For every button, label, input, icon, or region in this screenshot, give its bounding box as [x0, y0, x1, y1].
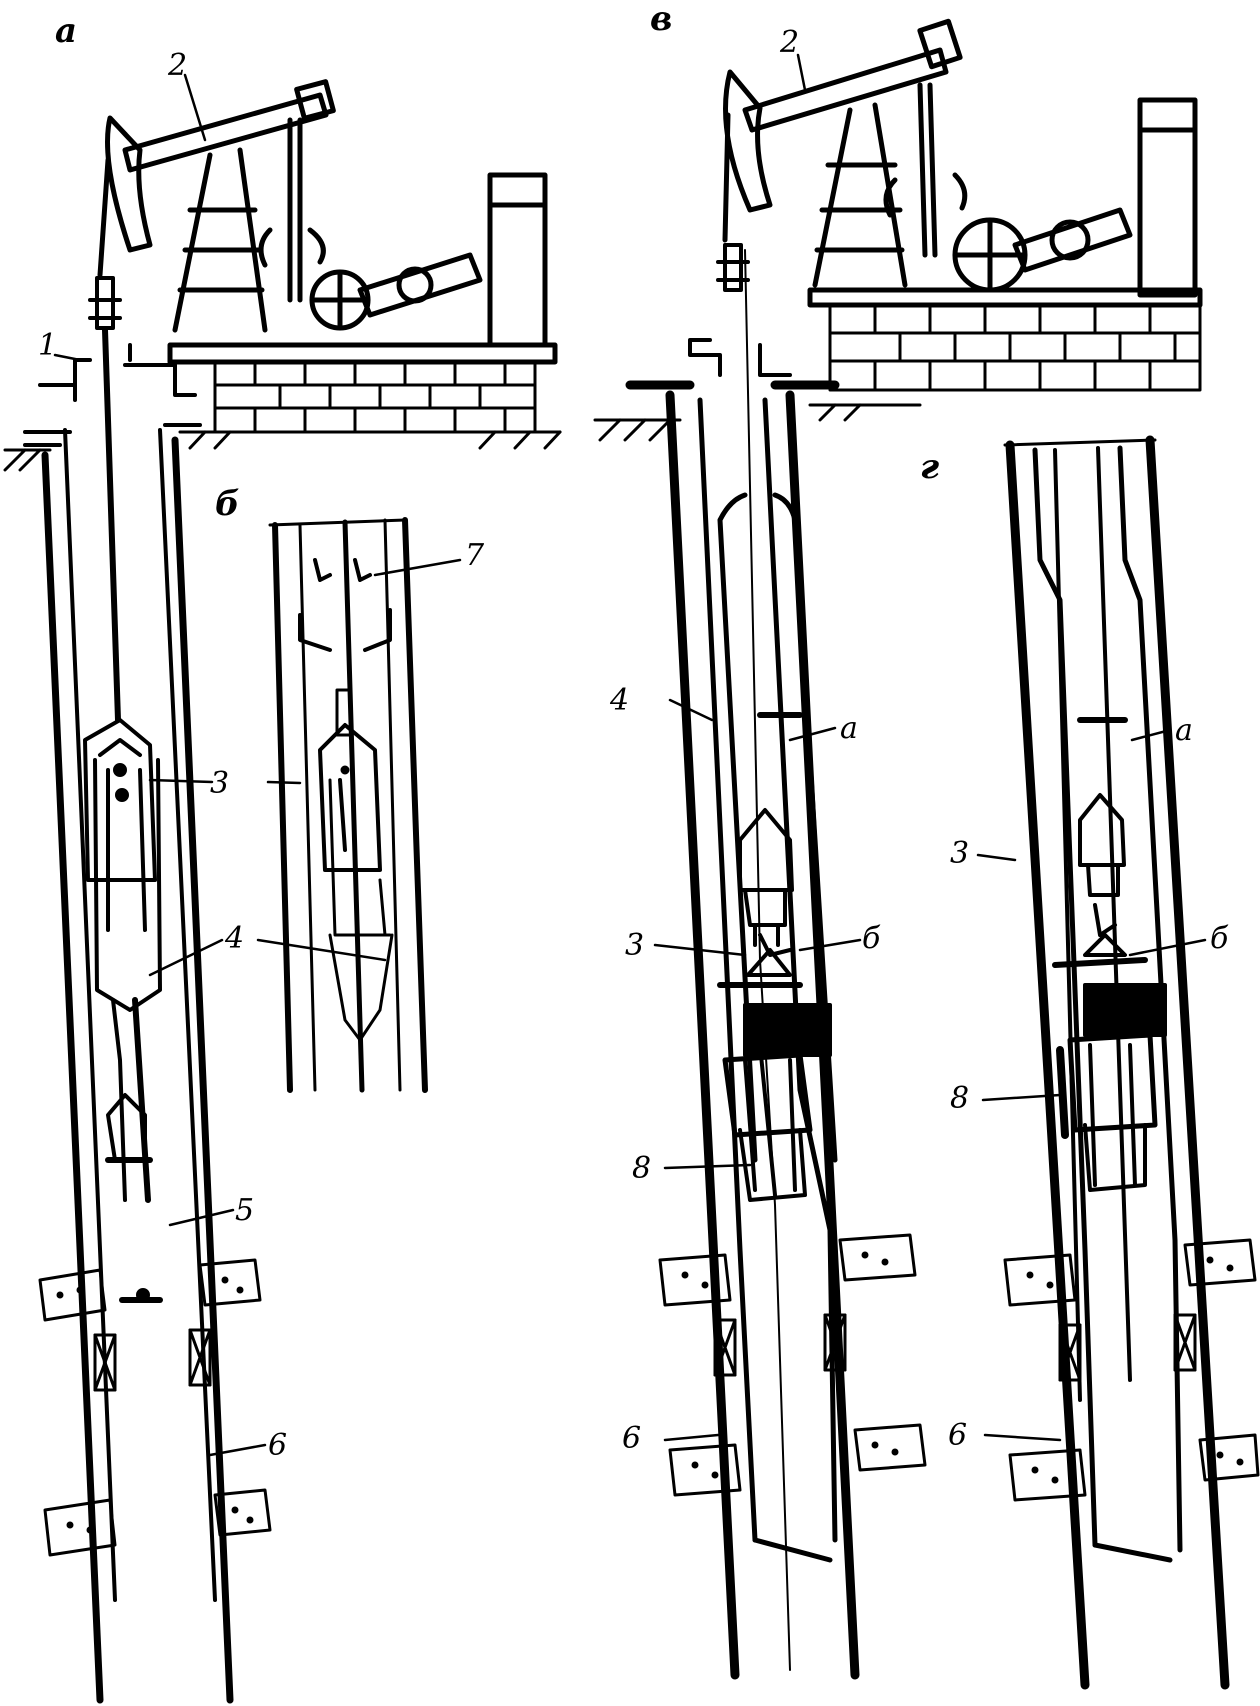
label-a-v: а	[840, 711, 858, 746]
panel-label-v: в	[650, 0, 672, 39]
panel-a	[3, 79, 562, 1704]
pumpjack-icon	[97, 79, 558, 365]
label-3-a: 3	[210, 766, 229, 801]
anchor-8-g	[1056, 983, 1167, 1192]
ground-hatch	[3, 430, 562, 472]
anchor-icon	[298, 558, 392, 652]
panel-b	[268, 517, 428, 1093]
label-4-ab: 4	[224, 921, 244, 956]
rod-string-v	[744, 249, 803, 1671]
label-3-g: 3	[950, 836, 969, 871]
label-8-v: 8	[632, 1151, 651, 1186]
label-6-v: 6	[622, 1421, 641, 1456]
rod-string-a	[102, 327, 151, 1203]
label-b-g: б	[1210, 921, 1229, 956]
label-1: 1	[38, 328, 57, 363]
formation-icon	[38, 1258, 272, 1557]
casing-top-g	[1003, 438, 1157, 447]
label-b-v: б	[862, 921, 881, 956]
label-5: 5	[235, 1193, 254, 1228]
packer-icon	[1058, 1313, 1197, 1382]
brick-foundation-icon	[828, 303, 1202, 392]
tubing-v	[697, 397, 838, 1563]
anchor-8-v	[722, 1003, 832, 1202]
panel-label-b: б	[215, 484, 240, 524]
panel-label-g: г	[920, 447, 939, 487]
label-4-v: 4	[609, 683, 629, 718]
packer-icon	[713, 1313, 847, 1377]
casing-g	[1005, 435, 1230, 1690]
leader-lines	[53, 53, 1207, 1457]
label-6-a: 6	[268, 1428, 287, 1463]
label-a-g: а	[1175, 713, 1193, 748]
panel-g	[1003, 435, 1260, 1690]
wellhead	[688, 243, 792, 377]
pumpjack-icon	[722, 18, 1203, 308]
ground-hatch	[593, 403, 922, 442]
pump-valve-icon	[83, 718, 163, 1303]
panel-v	[593, 18, 1203, 1680]
formation-icon	[658, 1233, 927, 1497]
label-2-v: 2	[779, 25, 799, 60]
casing-a	[41, 428, 234, 1704]
label-6-g: 6	[948, 1418, 967, 1453]
label-3-v: 3	[625, 928, 644, 963]
label-2-a: 2	[167, 48, 187, 83]
pump-valve-icon	[1052, 717, 1148, 968]
label-7: 7	[465, 538, 485, 573]
brick-foundation-icon	[213, 360, 537, 434]
panel-label-a: а	[55, 11, 77, 51]
formation-icon	[1003, 1238, 1260, 1502]
pump-valve-icon	[717, 808, 803, 988]
label-8-g: 8	[950, 1081, 969, 1116]
tubing-g	[1032, 445, 1183, 1563]
packer-icon	[93, 1328, 212, 1392]
